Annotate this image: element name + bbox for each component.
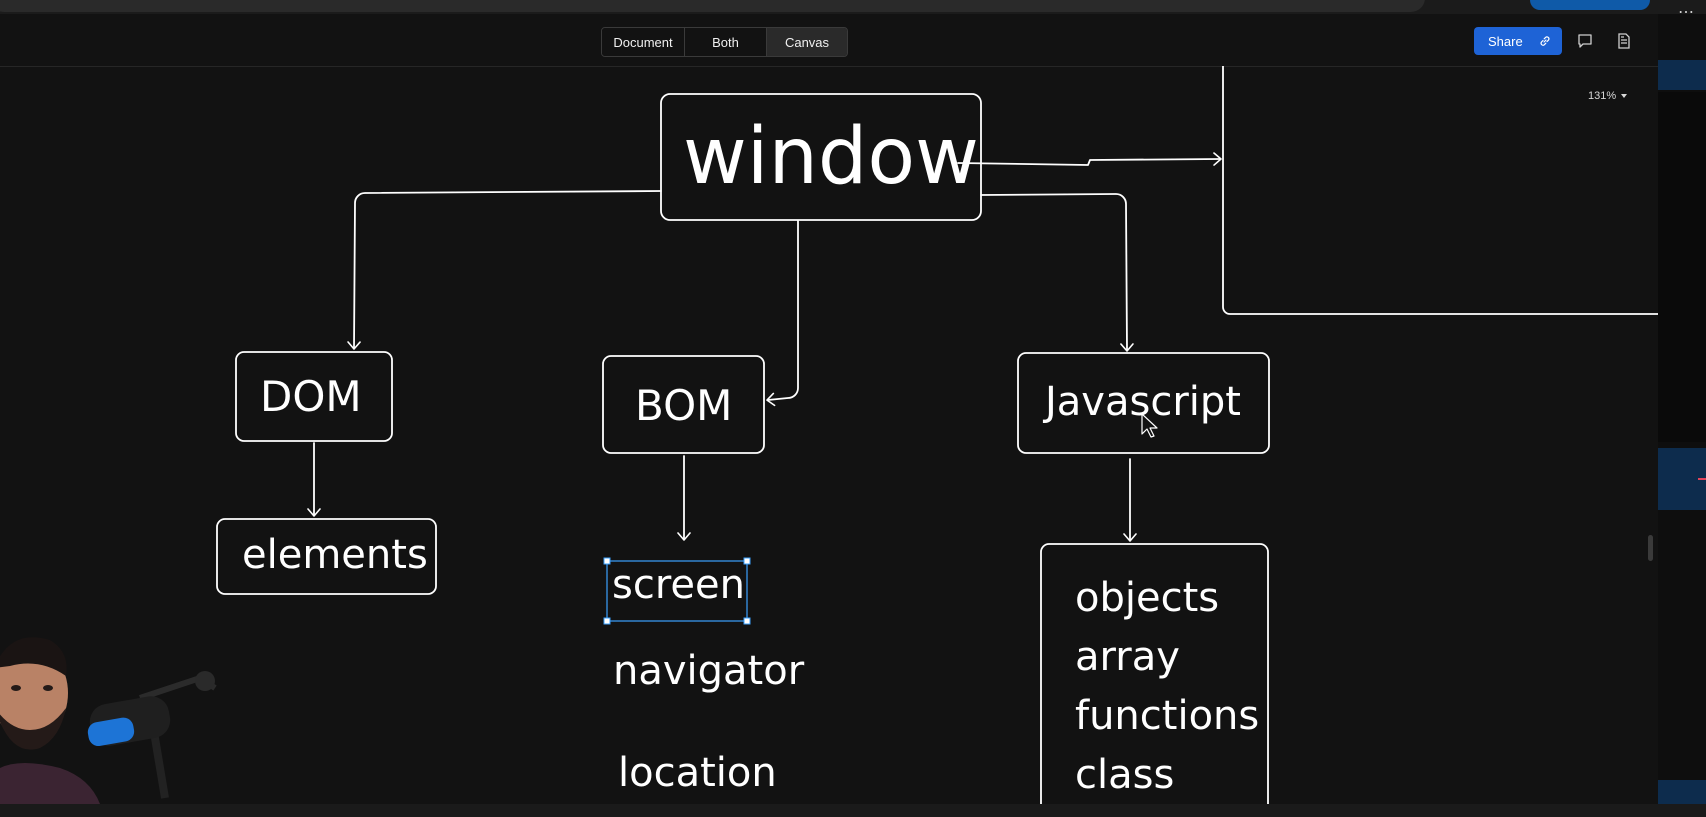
- webcam-overlay: [0, 618, 240, 804]
- bottom-status-bar: [0, 804, 1706, 817]
- js-list-item[interactable]: class: [1075, 752, 1175, 798]
- document-panel-icon[interactable]: [1615, 32, 1633, 50]
- arrow-window-to-frame: [957, 152, 1222, 166]
- mouse-cursor-icon: [1141, 413, 1158, 438]
- view-mode-both[interactable]: Both: [685, 28, 767, 56]
- right-panel-highlight: [1658, 60, 1706, 90]
- view-mode-canvas[interactable]: Canvas: [767, 28, 847, 56]
- arrow-window-to-dom: [347, 190, 662, 350]
- view-mode-switcher: Document Both Canvas: [601, 27, 848, 57]
- canvas-scrollbar[interactable]: [1648, 535, 1653, 561]
- window-node-label[interactable]: window: [683, 112, 979, 202]
- javascript-list-box[interactable]: [1040, 543, 1269, 804]
- link-icon[interactable]: [1538, 34, 1552, 48]
- arrow-window-to-javascript: [980, 193, 1134, 352]
- selection-box[interactable]: [603, 557, 751, 625]
- dom-node-label[interactable]: DOM: [260, 372, 362, 421]
- share-button-label: Share: [1488, 33, 1523, 49]
- js-list-item[interactable]: array: [1075, 634, 1180, 680]
- outer-frame-line: [1222, 66, 1658, 315]
- dom-node-box[interactable]: [235, 351, 393, 442]
- window-node-box[interactable]: [660, 93, 982, 221]
- chevron-down-icon: [1621, 94, 1628, 98]
- js-list-item[interactable]: functions: [1075, 693, 1260, 739]
- elements-node-box[interactable]: [216, 518, 437, 595]
- bom-node-box[interactable]: [602, 355, 765, 454]
- browser-profile-button[interactable]: [1530, 0, 1650, 10]
- view-mode-document[interactable]: Document: [602, 28, 685, 56]
- navigator-node-label[interactable]: navigator: [613, 648, 805, 694]
- diagram-connectors: [216, 66, 1658, 804]
- zoom-level: 131%: [1588, 90, 1617, 102]
- browser-chrome: ⋯: [0, 0, 1706, 21]
- arrow-window-to-bom: [766, 220, 799, 407]
- zoom-control[interactable]: 131%: [1588, 90, 1628, 102]
- js-list-item[interactable]: objects: [1075, 575, 1220, 621]
- drawing-canvas[interactable]: window DOM BOM Javascript elements scree…: [0, 66, 1658, 804]
- right-panel-section: [1658, 92, 1706, 442]
- javascript-node-box[interactable]: [1017, 352, 1270, 454]
- comment-icon[interactable]: [1576, 32, 1594, 50]
- address-bar[interactable]: [0, 0, 1425, 12]
- bom-node-label[interactable]: BOM: [635, 381, 733, 430]
- javascript-node-label[interactable]: Javascript: [1045, 379, 1241, 425]
- share-button[interactable]: Share: [1474, 27, 1562, 55]
- location-node-label[interactable]: location: [618, 750, 777, 796]
- screen-node-label[interactable]: screen: [612, 562, 745, 608]
- elements-node-label[interactable]: elements: [242, 532, 428, 578]
- right-panel-marker: [1698, 478, 1706, 480]
- right-panel-highlight: [1658, 780, 1706, 804]
